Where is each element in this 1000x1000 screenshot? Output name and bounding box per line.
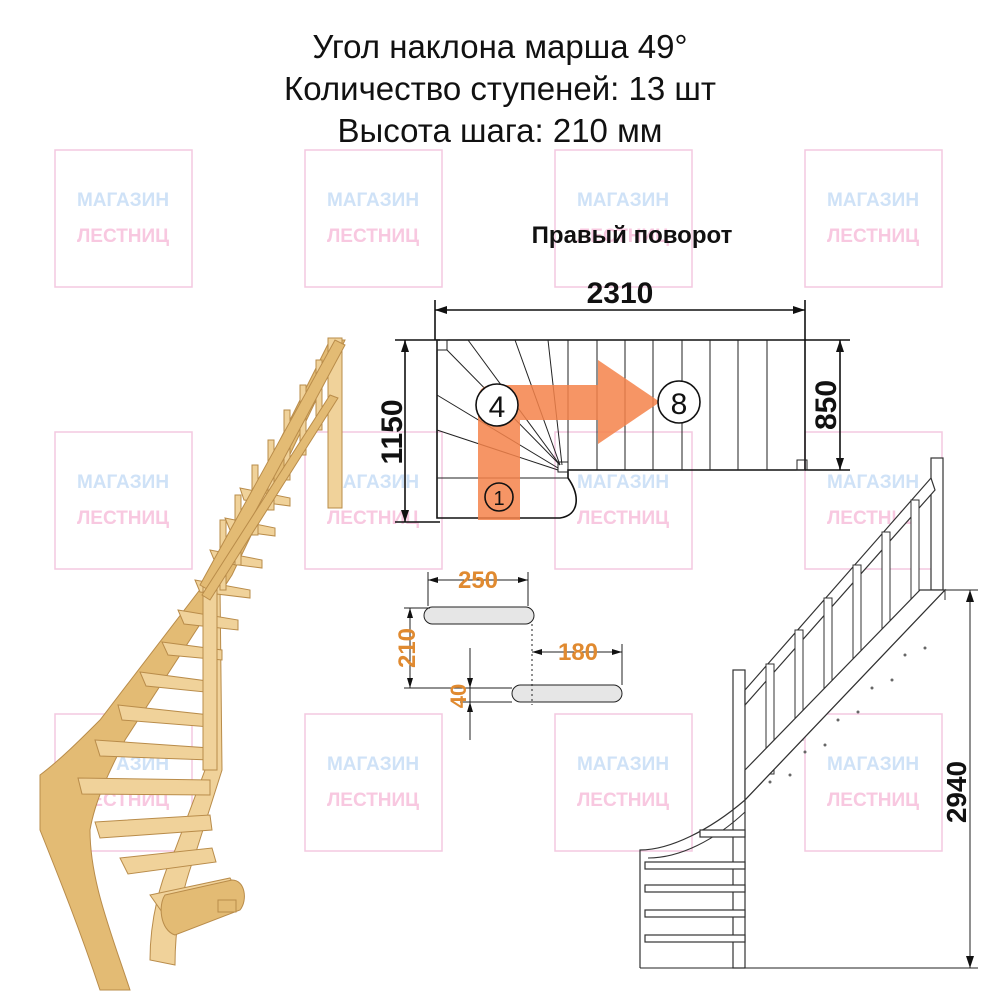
watermark-tile: МАГАЗИН ЛЕСТНИЦ — [554, 713, 693, 852]
plan-view: Правый поворот 2310 1150 850 — [376, 222, 850, 523]
total-height-label: 2940 — [941, 761, 972, 823]
step-number-last: 8 — [671, 388, 688, 421]
rise-label: 210 — [394, 628, 421, 668]
plan-title: Правый поворот — [532, 222, 733, 249]
watermark-line1: МАГАЗИН — [577, 190, 669, 211]
slope-angle-text: Угол наклона марша 49° — [312, 28, 688, 65]
watermark-line2: ЛЕСТНИЦ — [77, 508, 169, 529]
step-number-turn: 4 — [489, 391, 506, 424]
watermark-tile: МАГАЗИН ЛЕСТНИЦ — [554, 149, 693, 288]
watermark-line2: ЛЕСТНИЦ — [77, 226, 169, 247]
watermark-line2: ЛЕСТНИЦ — [577, 790, 669, 811]
plan-height-right-label: 850 — [810, 380, 843, 430]
watermark-line1: МАГАЗИН — [77, 190, 169, 211]
watermark-line2: ЛЕСТНИЦ — [827, 226, 919, 247]
watermark-tile: МАГАЗИН ЛЕСТНИЦ — [804, 713, 943, 852]
watermark-tile: МАГАЗИН ЛЕСТНИЦ — [54, 149, 193, 288]
watermark-line1: МАГАЗИН — [327, 472, 419, 493]
step-count-text: Количество ступеней: 13 шт — [284, 70, 716, 107]
step-height-text: Высота шага: 210 мм — [337, 112, 663, 149]
watermark-grid: МАГАЗИН ЛЕСТНИЦ МАГАЗИН ЛЕСТНИЦ МАГАЗИН ЛЕСТН… — [54, 149, 943, 852]
watermark-line2: ЛЕСТНИЦ — [327, 790, 419, 811]
watermark-tile: МАГАЗИН ЛЕСТНИЦ — [54, 431, 193, 570]
plan-width-label: 2310 — [587, 277, 654, 310]
watermark-line1: МАГАЗИН — [827, 190, 919, 211]
watermark-line1: МАГАЗИН — [827, 472, 919, 493]
watermark-line1: МАГАЗИН — [577, 754, 669, 775]
watermark-line1: МАГАЗИН — [327, 754, 419, 775]
side-elevation: 2940 — [639, 457, 978, 969]
watermark-line2: ЛЕСТНИЦ — [577, 508, 669, 529]
watermark-tile: МАГАЗИН ЛЕСТНИЦ — [304, 431, 443, 570]
watermark-line1: МАГАЗИН — [77, 472, 169, 493]
watermark-line1: МАГАЗИН — [827, 754, 919, 775]
watermark-tile: МАГАЗИН ЛЕСТНИЦ — [304, 713, 443, 852]
watermark-line2: ЛЕСТНИЦ — [327, 508, 419, 529]
spec-header: Угол наклона марша 49° Количество ступен… — [0, 26, 1000, 152]
tread-depth-label: 250 — [458, 567, 498, 594]
step-detail: 250 210 180 40 — [394, 567, 623, 740]
plan-height-left-label: 1150 — [376, 399, 409, 464]
going-label: 180 — [558, 639, 598, 666]
watermark-tile: МАГАЗИН ЛЕСТНИЦ — [804, 149, 943, 288]
watermark-line1: МАГАЗИН — [327, 190, 419, 211]
watermark-tile: МАГАЗИН ЛЕСТНИЦ — [554, 431, 693, 570]
watermark-line1: МАГАЗИН — [577, 472, 669, 493]
watermark-line2: ЛЕСТНИЦ — [577, 226, 669, 247]
watermark-line2: ЛЕСТНИЦ — [827, 790, 919, 811]
direction-arrow — [478, 360, 660, 520]
watermark-tile: МАГАЗИН ЛЕСТНИЦ — [304, 149, 443, 288]
overlap-label: 40 — [446, 684, 471, 708]
step-number-first: 1 — [493, 488, 504, 510]
staircase-3d-render — [39, 337, 346, 991]
watermark-line2: ЛЕСТНИЦ — [327, 226, 419, 247]
